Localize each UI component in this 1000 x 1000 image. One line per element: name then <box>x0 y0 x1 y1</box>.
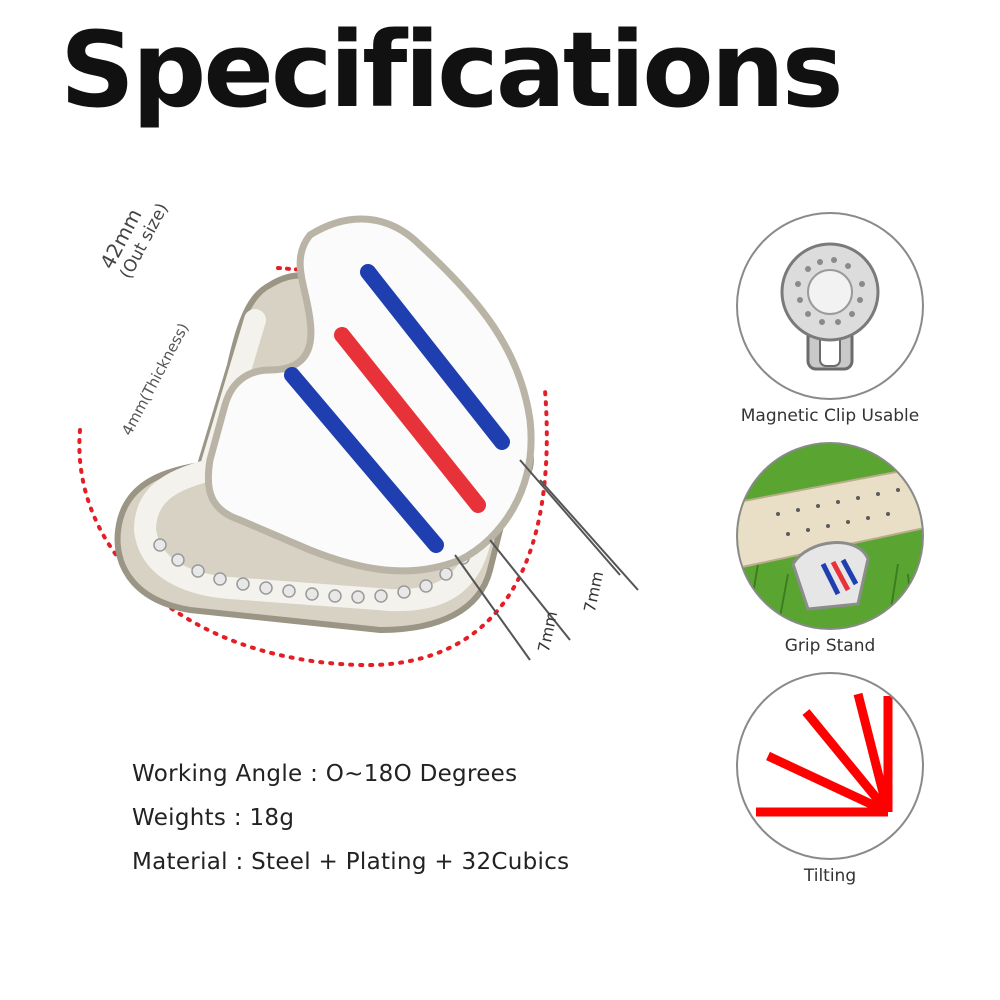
feature-grip-stand: Grip Stand <box>735 442 925 656</box>
feature-magnetic-clip: Magnetic Clip Usable <box>735 212 925 426</box>
feature-label: Magnetic Clip Usable <box>740 406 920 426</box>
spec-list: Working Angle : O~18O Degrees Weights : … <box>132 752 569 884</box>
feature-label: Grip Stand <box>784 636 876 656</box>
spec-weight: Weights : 18g <box>132 805 295 831</box>
rhinestones <box>153 487 493 604</box>
magnetic-clip-icon <box>736 212 924 400</box>
grip-stand-photo <box>736 442 924 630</box>
ball-marker-product-image <box>77 215 639 668</box>
feature-label: Tilting <box>803 866 857 886</box>
feature-tilting: Tilting <box>735 672 925 886</box>
tilting-rays-icon <box>736 672 924 860</box>
spec-material: Material : Steel + Plating + 32Cubics <box>132 849 570 875</box>
spec-working-angle: Working Angle : O~18O Degrees <box>132 761 518 787</box>
page-title: Specifications <box>60 9 844 131</box>
